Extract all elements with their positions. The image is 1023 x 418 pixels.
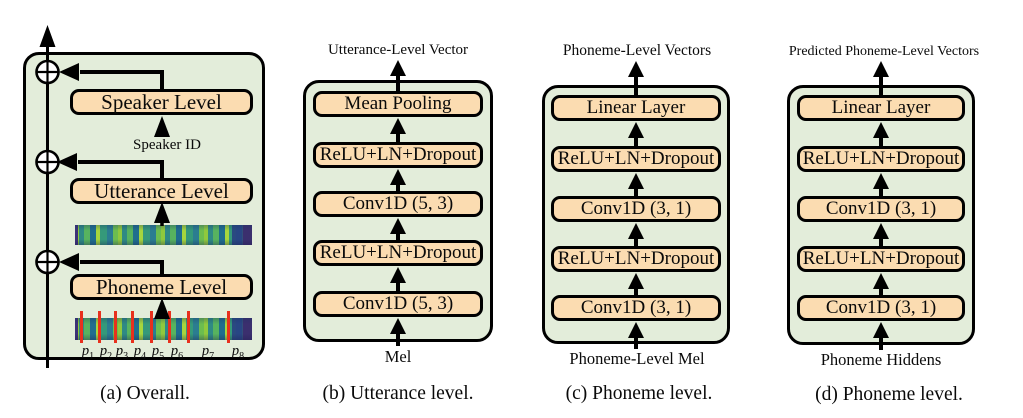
speaker-residual-connector — [80, 70, 164, 90]
layer-box-relu-ln-dropout: ReLU+LN+Dropout — [551, 246, 721, 272]
layer-box-relu-ln-dropout: ReLU+LN+Dropout — [313, 240, 483, 266]
segment-marker — [80, 311, 83, 343]
phoneme-segment-label: p5 — [151, 343, 165, 362]
up-arrow-icon — [873, 61, 889, 95]
phoneme-segment-label: p1 — [81, 343, 95, 362]
phoneme-segment-label: p6 — [170, 343, 184, 362]
segment-marker — [131, 311, 134, 343]
layer-box-conv1d: Conv1D (3, 1) — [551, 196, 721, 222]
speaker-id-label: Speaker ID — [133, 137, 201, 153]
layer-box-conv1d: Conv1D (5, 3) — [313, 291, 483, 317]
caption-c: (c) Phoneme level. — [565, 383, 713, 404]
sum-node-icon — [35, 149, 60, 175]
utterance-residual-connector — [78, 160, 164, 179]
up-arrow-icon — [390, 118, 406, 142]
phoneme-input-arrow-icon — [154, 298, 170, 319]
left-arrow-icon — [59, 253, 79, 271]
left-arrow-icon — [57, 153, 77, 171]
caption-d: (d) Phoneme level. — [815, 384, 963, 405]
up-arrow-icon — [628, 273, 644, 295]
utterance-level-box: Utterance Level — [70, 178, 253, 204]
panel-c-input-label: Phoneme-Level Mel — [569, 349, 705, 368]
panel-d-input-label: Phoneme Hiddens — [820, 350, 942, 369]
layer-box-conv1d: Conv1D (3, 1) — [797, 295, 965, 321]
phoneme-segment-label: p7 — [201, 343, 215, 362]
speaker-level-box: Speaker Level — [70, 89, 253, 115]
up-arrow-icon — [873, 173, 889, 196]
phoneme-segment-label: p8 — [231, 343, 245, 362]
phoneme-level-box: Phoneme Level — [70, 274, 253, 300]
up-arrow-icon — [628, 223, 644, 246]
up-arrow-icon — [628, 61, 644, 95]
sum-node-icon — [35, 249, 60, 275]
panel-d-output-label: Predicted Phoneme-Level Vectors — [788, 44, 980, 59]
layer-box-mean-pooling: Mean Pooling — [313, 91, 483, 117]
panel-b-output-label: Utterance-Level Vector — [327, 42, 469, 58]
up-arrow-icon — [390, 169, 406, 191]
layer-box-conv1d: Conv1D (3, 1) — [797, 196, 965, 222]
caption-b: (b) Utterance level. — [322, 383, 474, 404]
up-arrow-icon — [873, 223, 889, 246]
segment-marker — [150, 311, 153, 343]
segment-marker — [114, 311, 117, 343]
layer-box-linear: Linear Layer — [551, 95, 721, 121]
up-arrow-icon — [873, 122, 889, 146]
up-arrow-icon — [390, 218, 406, 240]
phoneme-segment-label: p3 — [115, 343, 129, 362]
mel-spectrogram-phoneme — [75, 318, 252, 340]
segment-marker — [227, 311, 230, 343]
phoneme-segment-label: p4 — [133, 343, 147, 362]
mel-spectrogram-utterance — [75, 225, 252, 245]
up-arrow-icon — [628, 173, 644, 196]
panel-b-input-label: Mel — [384, 347, 412, 366]
speaker-id-arrow-icon — [154, 116, 170, 137]
axis-arrow-icon — [39, 25, 56, 47]
up-arrow-icon — [873, 322, 889, 350]
layer-box-relu-ln-dropout: ReLU+LN+Dropout — [797, 146, 965, 172]
layer-box-relu-ln-dropout: ReLU+LN+Dropout — [797, 246, 965, 272]
left-arrow-icon — [59, 63, 79, 81]
up-arrow-icon — [390, 318, 406, 346]
up-arrow-icon — [390, 267, 406, 291]
layer-box-conv1d: Conv1D (5, 3) — [313, 191, 483, 217]
panel-c-output-label: Phoneme-Level Vectors — [562, 42, 712, 59]
phoneme-residual-connector — [80, 260, 164, 275]
caption-a: (a) Overall. — [100, 383, 190, 404]
up-arrow-icon — [628, 322, 644, 349]
phoneme-segment-label: p2 — [99, 343, 113, 362]
layer-box-relu-ln-dropout: ReLU+LN+Dropout — [551, 146, 721, 172]
utterance-input-arrow-icon — [154, 202, 170, 226]
segment-marker — [168, 311, 171, 343]
up-arrow-icon — [390, 60, 406, 91]
up-arrow-icon — [628, 122, 644, 146]
layer-box-conv1d: Conv1D (3, 1) — [551, 295, 721, 321]
segment-marker — [187, 311, 190, 343]
sum-node-icon — [35, 59, 60, 85]
layer-box-linear: Linear Layer — [797, 95, 965, 121]
up-arrow-icon — [873, 273, 889, 295]
segment-marker — [98, 311, 101, 343]
layer-box-relu-ln-dropout: ReLU+LN+Dropout — [313, 142, 483, 168]
